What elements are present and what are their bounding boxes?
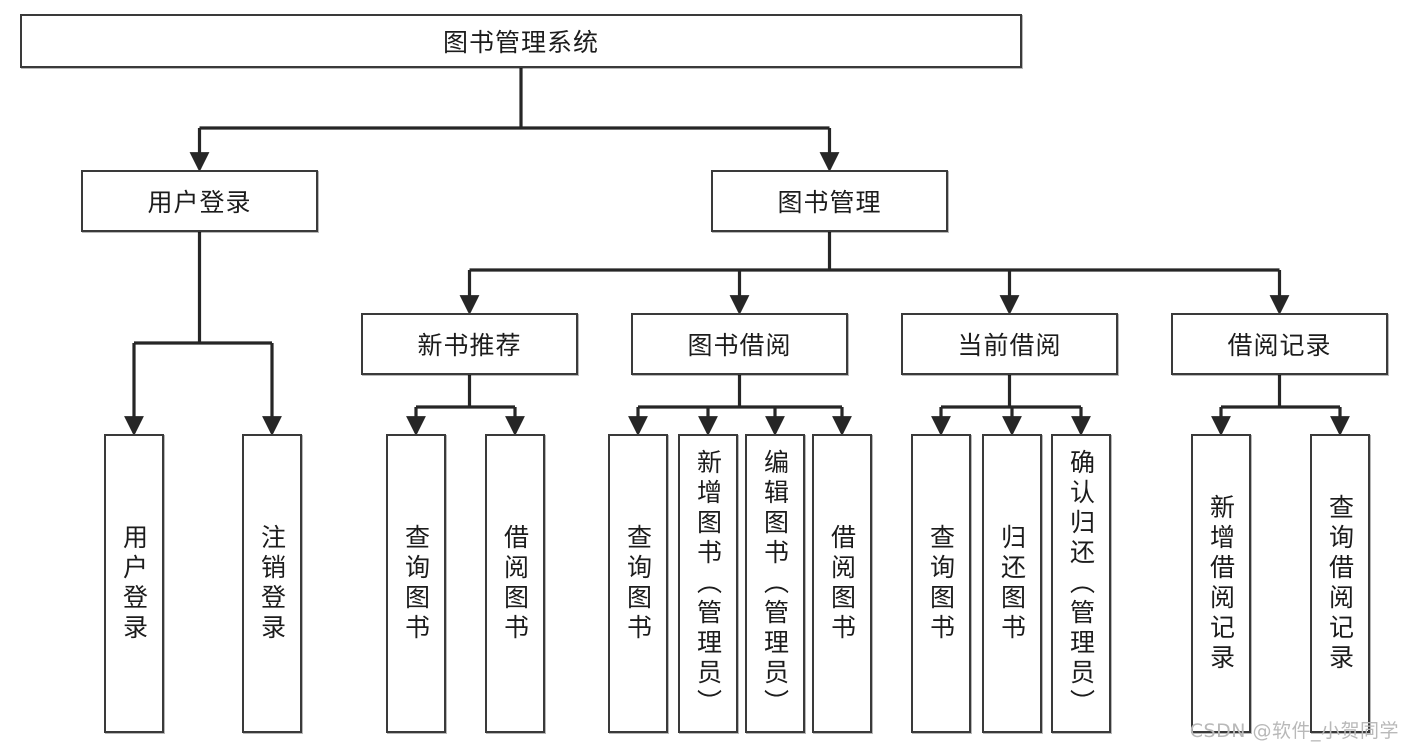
node-leaf-query-book-2[interactable]: 查询图书 <box>608 434 668 733</box>
node-leaf-user-logout[interactable]: 注销登录 <box>242 434 302 733</box>
node-leaf-query-record[interactable]: 查询借阅记录 <box>1310 434 1370 733</box>
node-root[interactable]: 图书管理系统 <box>20 14 1022 68</box>
node-leaf-query-book-3[interactable]: 查询图书 <box>911 434 971 733</box>
node-label: 新增借阅记录 <box>1206 493 1236 674</box>
node-label: 图书借阅 <box>687 331 792 360</box>
csdn-watermark: CSDN @软件_小贺同学 <box>1189 720 1399 742</box>
node-label: 归还图书 <box>997 523 1027 644</box>
node-label: 查询图书 <box>401 523 431 644</box>
node-label: 借阅图书 <box>827 523 857 644</box>
node-new-book-rec[interactable]: 新书推荐 <box>361 313 578 375</box>
node-label: 图书管理系统 <box>442 28 599 57</box>
node-label: 查询图书 <box>623 523 653 644</box>
node-label: 查询图书 <box>926 523 956 644</box>
node-leaf-borrow-book-1[interactable]: 借阅图书 <box>485 434 545 733</box>
node-user-login[interactable]: 用户登录 <box>81 170 318 232</box>
node-current-borrow[interactable]: 当前借阅 <box>901 313 1118 375</box>
node-borrow-record[interactable]: 借阅记录 <box>1171 313 1388 375</box>
node-leaf-user-login[interactable]: 用户登录 <box>104 434 164 733</box>
node-book-manage[interactable]: 图书管理 <box>711 170 948 232</box>
node-label: 借阅记录 <box>1227 331 1332 360</box>
node-leaf-add-record[interactable]: 新增借阅记录 <box>1191 434 1251 733</box>
node-label: 新书推荐 <box>417 331 522 360</box>
node-label: 借阅图书 <box>500 523 530 644</box>
node-label: 注销登录 <box>257 523 287 644</box>
node-label: 用户登录 <box>147 188 252 217</box>
node-label: 编辑图书（管理员） <box>760 448 790 719</box>
node-leaf-return-book[interactable]: 归还图书 <box>982 434 1042 733</box>
node-label: 用户登录 <box>119 523 149 644</box>
node-label: 图书管理 <box>777 188 882 217</box>
node-label: 查询借阅记录 <box>1325 493 1355 674</box>
node-leaf-confirm-return[interactable]: 确认归还（管理员） <box>1051 434 1111 733</box>
node-leaf-query-book-1[interactable]: 查询图书 <box>386 434 446 733</box>
node-leaf-add-book[interactable]: 新增图书（管理员） <box>678 434 738 733</box>
node-book-borrow[interactable]: 图书借阅 <box>631 313 848 375</box>
node-leaf-borrow-book-2[interactable]: 借阅图书 <box>812 434 872 733</box>
node-label: 新增图书（管理员） <box>693 448 723 719</box>
node-label: 当前借阅 <box>957 331 1062 360</box>
node-label: 确认归还（管理员） <box>1066 448 1096 719</box>
node-leaf-edit-book[interactable]: 编辑图书（管理员） <box>745 434 805 733</box>
